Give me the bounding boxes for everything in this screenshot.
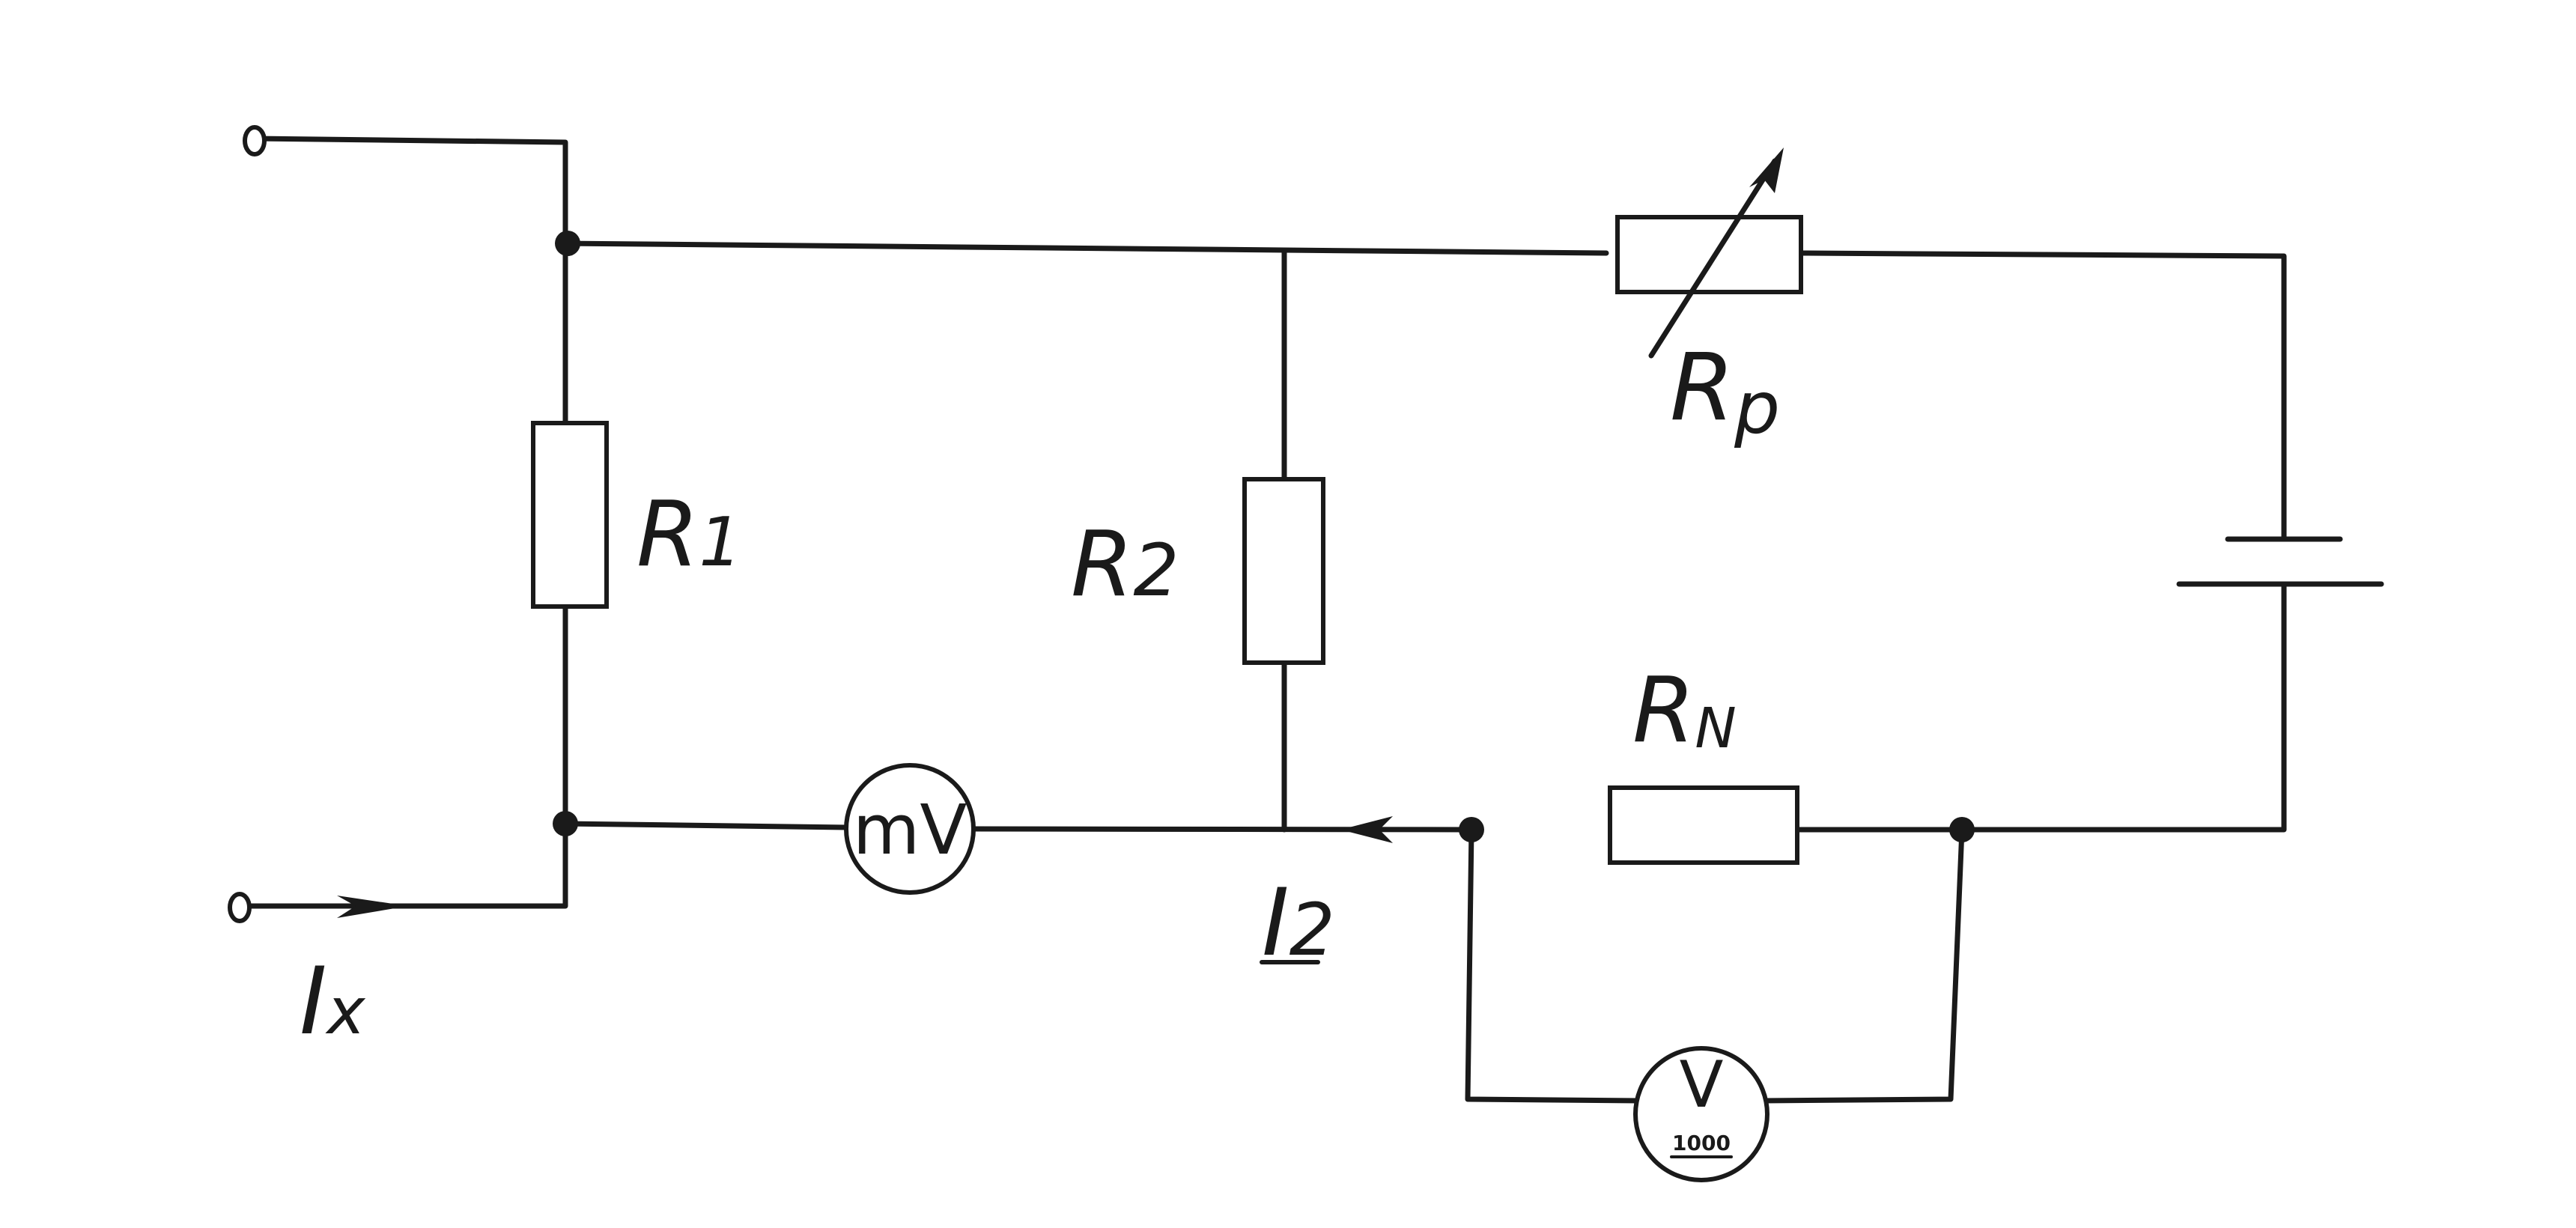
millivoltmeter-label: mV — [853, 790, 967, 870]
top-rail-wire — [562, 240, 2287, 542]
voltmeter-icon — [1633, 1046, 1770, 1182]
junction-dot — [1949, 817, 1975, 842]
junction-dot — [1459, 817, 1484, 842]
input-terminal-bottom — [228, 892, 252, 923]
i2-arrow-icon — [1340, 816, 1393, 843]
resistor-r2 — [1242, 477, 1325, 665]
voltmeter-range-label: 1000 — [1672, 1131, 1731, 1155]
voltmeter-label: V — [1680, 1048, 1724, 1122]
resistor-rp — [1615, 215, 1803, 294]
voltmeter-loop-wire — [1465, 827, 1965, 1104]
label-r1: R1 — [637, 483, 742, 587]
input-wire-top — [252, 136, 568, 246]
rheostat-arrow-line — [1648, 158, 1778, 359]
label-i2: I2 — [1262, 869, 1335, 977]
resistor-r1 — [531, 421, 609, 609]
rheostat-arrowhead-icon — [1749, 148, 1784, 193]
bottom-rail-wire — [562, 581, 2287, 833]
resistor-rn — [1608, 785, 1799, 865]
label-rn: RN — [1632, 659, 1737, 763]
input-wire-bottom — [237, 821, 568, 909]
ix-arrow-icon — [337, 896, 408, 918]
junction-dot — [553, 811, 578, 836]
millivoltmeter-icon — [844, 763, 976, 895]
label-r2: R2 — [1071, 513, 1179, 617]
label-rp: Rp — [1670, 334, 1780, 450]
junction-dot — [555, 231, 580, 256]
label-ix: Ix — [300, 948, 366, 1056]
input-terminal-top — [243, 125, 267, 156]
